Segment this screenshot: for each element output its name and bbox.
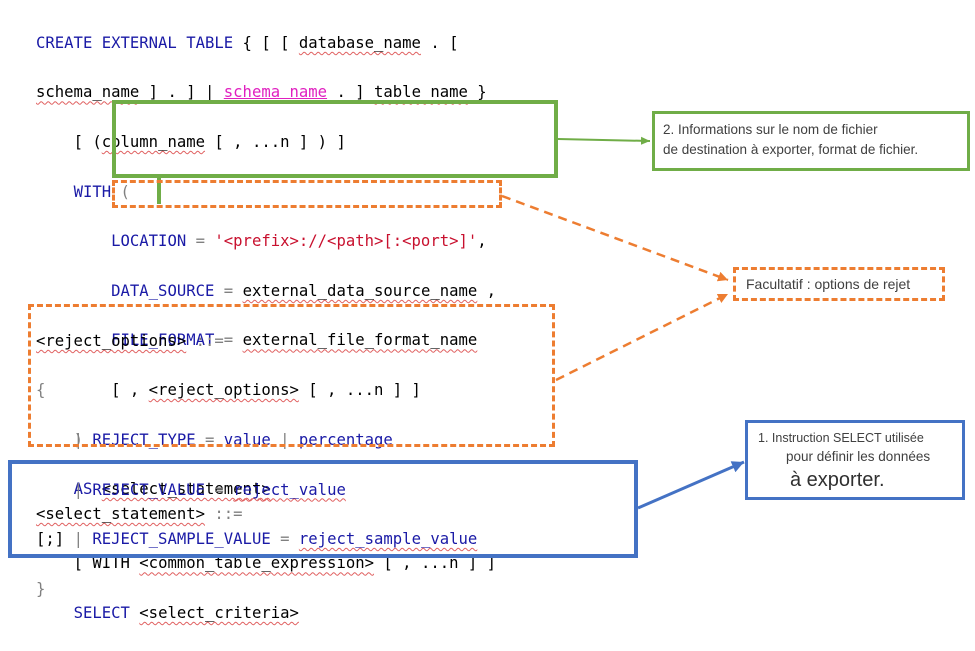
keyword-data-source: DATA_SOURCE [111, 281, 215, 300]
annotation-select-line-2: pour définir les données [786, 449, 931, 464]
select-line-1: <select_statement> ::= [36, 502, 496, 527]
annotation-optional-text: Facultatif : options de rejet [746, 276, 911, 292]
punct: | [280, 430, 290, 449]
keyword-reject-sample-value: REJECT_SAMPLE_VALUE [92, 530, 271, 549]
reject-options-ref-dashed-box [112, 180, 502, 208]
reject-options-header: <reject_options> [36, 331, 187, 350]
punct: . [ [430, 33, 459, 52]
punct: [ , ...n ] ) ] [214, 132, 346, 151]
syntax-line-10: AS <select_statement> [36, 477, 496, 502]
keyword-with: WITH [73, 182, 112, 201]
syntax-line-2: schema_name ] . ] | schema_name . ] tabl… [36, 80, 496, 105]
syntax-line-7: FILE_FORMAT = external_file_format_name [36, 328, 496, 353]
select-criteria-token: <select_criteria> [139, 603, 299, 622]
annotation-select-line-1: 1. Instruction SELECT utilisée [758, 431, 924, 445]
file-format-value: external_file_format_name [242, 331, 478, 350]
punct: , [477, 232, 487, 251]
punct: | [73, 430, 83, 449]
reject-options-highlight-marker [157, 178, 167, 204]
data-source-value: external_data_source_name [242, 281, 478, 300]
database-name-token: database_name [298, 33, 421, 52]
annotation-optional-reject: Facultatif : options de rejet [733, 267, 945, 301]
syntax-line-5: LOCATION = '<prefix>://<path>[:<port>]', [36, 229, 496, 254]
schema-name-token: schema_name [36, 83, 140, 102]
keyword-create-external-table: CREATE EXTERNAL TABLE [36, 33, 234, 52]
select-statement-ref: <select_statement> [101, 480, 271, 499]
punct: , [486, 281, 497, 300]
punct: [ ( [73, 132, 102, 151]
annotation-destination-info: 2. Informations sur le nom de fichier de… [652, 111, 970, 171]
reject-options-ref: <reject_options> [148, 380, 299, 399]
punct: ::= [214, 504, 243, 523]
punct: = [280, 530, 290, 549]
reject-sample-value-token: reject_sample_value [298, 530, 478, 549]
punct: = [214, 480, 224, 499]
annotation-destination-line-2: de destination à exporter, format de fic… [663, 142, 919, 157]
keyword-select: SELECT [73, 603, 130, 622]
create-table-syntax: CREATE EXTERNAL TABLE { [ [ database_nam… [36, 6, 496, 576]
location-format-highlight-box [112, 100, 558, 178]
punct: { [36, 381, 46, 400]
keyword-as: AS [73, 480, 93, 499]
syntax-line-3: [ (column_name [ , ...n ] ) ] [36, 130, 496, 155]
annotation-select-info: 1. Instruction SELECT utilisée pour défi… [745, 420, 965, 500]
table-name-token: table_name [374, 83, 468, 102]
syntax-line-11: [;] [36, 527, 496, 552]
reject-line-2: { [36, 378, 477, 403]
punct: = [195, 232, 205, 251]
location-value: '<prefix>://<path>[:<port>]' [214, 232, 478, 251]
schema-name-token-highlight: schema_name [223, 83, 328, 102]
punct: ] . ] | [148, 83, 215, 102]
reject-options-definition-dashed-box [28, 304, 555, 447]
green-connector-arrow [557, 136, 651, 145]
column-name-token: column_name [101, 132, 206, 151]
connector-arrows [501, 136, 745, 510]
syntax-line-1: CREATE EXTERNAL TABLE { [ [ database_nam… [36, 31, 496, 56]
keyword-reject-value: REJECT_VALUE [92, 480, 206, 499]
punct: = [223, 331, 234, 350]
punct: { [ [ [242, 33, 290, 52]
annotation-select-line-3: à exporter. [790, 469, 885, 491]
keyword-file-format: FILE_FORMAT [111, 331, 215, 350]
syntax-line-9: ) [36, 428, 496, 453]
keyword-location: LOCATION [111, 232, 187, 251]
punct: = [205, 430, 215, 449]
syntax-line-4: WITH ( [36, 180, 496, 205]
reject-line-5: | REJECT_SAMPLE_VALUE = reject_sample_va… [36, 527, 478, 552]
punct: ::= [195, 331, 224, 350]
punct: [ , [111, 380, 140, 399]
annotation-destination-line-1: 2. Informations sur le nom de fichier [663, 122, 878, 137]
reject-value-token: reject_value [233, 480, 346, 499]
blue-connector-arrow [637, 460, 745, 510]
punct: | [73, 480, 83, 499]
orange-connector-arrow-upper [501, 194, 729, 282]
punct: ( [120, 182, 130, 201]
syntax-line-8: [ , <reject_options> [ , ...n ] ] [36, 378, 496, 403]
punct: [ , ...n ] ] [308, 380, 421, 399]
select-line-3: SELECT <select_criteria> [36, 601, 496, 626]
syntax-line-6: DATA_SOURCE = external_data_source_name … [36, 279, 496, 304]
select-statement-highlight-box [8, 460, 638, 558]
punct: ) [73, 430, 83, 449]
orange-connector-arrow-lower [555, 292, 729, 382]
punct: } [477, 83, 487, 102]
punct: = [223, 281, 234, 300]
reject-line-1: <reject_options> ::= [36, 329, 477, 354]
punct: . ] [336, 83, 365, 102]
select-statement-header: <select_statement> [36, 504, 205, 523]
reject-line-4: | REJECT_VALUE = reject_value [36, 478, 477, 503]
terminator: [;] [36, 529, 65, 548]
punct: | [73, 530, 83, 549]
reject-options-syntax: <reject_options> ::= { | REJECT_TYPE = v… [36, 304, 477, 626]
